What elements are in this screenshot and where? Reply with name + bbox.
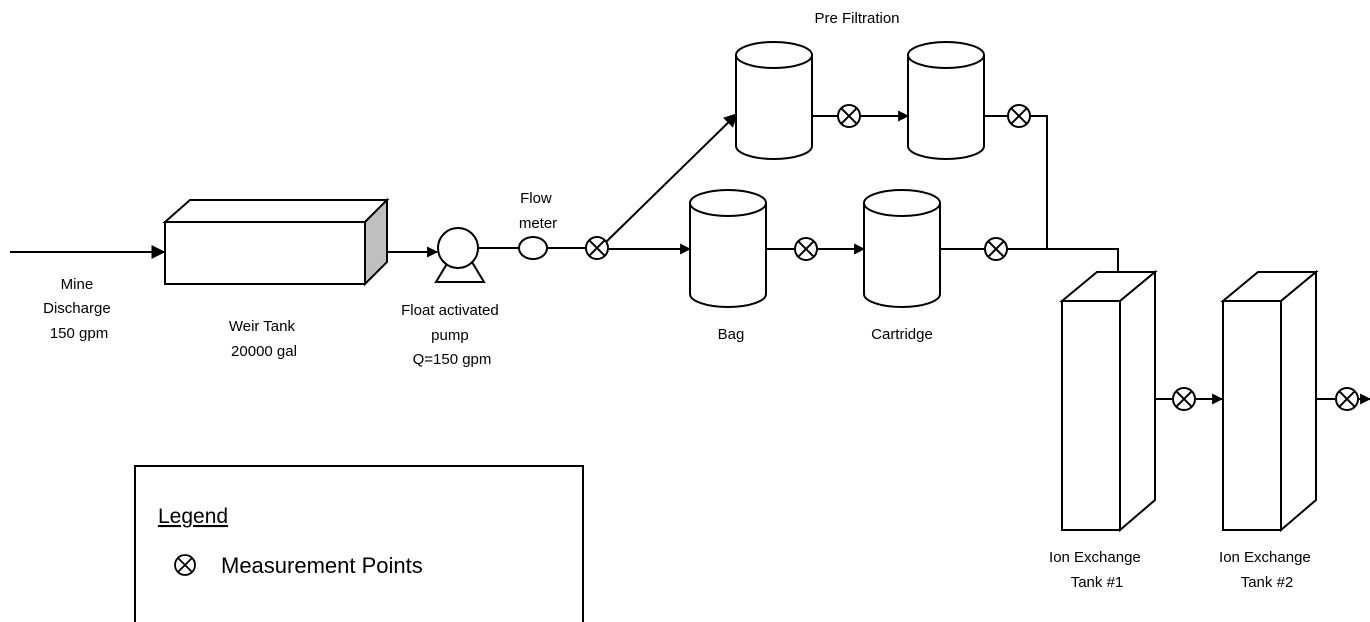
pre-filter-vessel-2 [907, 41, 985, 160]
bag-filter-vessel [689, 189, 767, 308]
measurement-point-icon [984, 237, 1008, 261]
ion-tank-1-front-face [1061, 300, 1121, 531]
vessels [689, 41, 985, 308]
weir-tank-label: Weir Tank 20000 gal [229, 318, 299, 360]
component-labels: Mine Discharge 150 gpm Weir Tank 20000 g… [43, 10, 1315, 591]
pre-filter-vessel-1 [735, 41, 813, 160]
ion-tank-2-front-face [1222, 300, 1282, 531]
measurement-point-icon [174, 554, 196, 576]
measurement-point-icon [1007, 104, 1031, 128]
legend-item-label: Measurement Points [221, 553, 423, 578]
measurement-points [585, 104, 1359, 411]
pump-label: Float activated pump Q=150 gpm [401, 302, 503, 368]
bag-label: Bag [718, 326, 745, 343]
flow-lines [10, 110, 1370, 405]
flow-meter-label: Flow meter [519, 190, 557, 232]
ion-tank-2-side-face [1280, 269, 1317, 533]
ion-tank-1-label: Ion Exchange Tank #1 [1049, 549, 1145, 591]
pre-filtration-label: Pre Filtration [814, 10, 899, 27]
weir-tank-top-face [162, 199, 390, 223]
ion-exchange-tank-2 [1220, 269, 1319, 533]
measurement-point-icon [1172, 387, 1196, 411]
measurement-point-icon [837, 104, 861, 128]
pump [434, 227, 486, 283]
weir-tank [162, 197, 390, 287]
legend: Legend Measurement Points [134, 465, 584, 622]
measurement-point-icon [794, 237, 818, 261]
flow-meter-icon [518, 236, 548, 260]
measurement-point-icon [585, 236, 609, 260]
pump-icon [437, 227, 479, 269]
ion-tank-1-side-face [1119, 269, 1156, 533]
legend-title: Legend [158, 505, 228, 528]
valve-to-prefilter-pipe [605, 113, 739, 243]
cartridge-filter-vessel [863, 189, 941, 308]
weir-tank-front-face [164, 221, 366, 285]
ion-exchange-tank-1 [1059, 269, 1158, 533]
legend-box [134, 465, 584, 622]
measurement-point-icon [1335, 387, 1359, 411]
cartridge-label: Cartridge [871, 326, 933, 343]
ion-tank-2-label: Ion Exchange Tank #2 [1219, 549, 1315, 591]
mine-discharge-label: Mine Discharge 150 gpm [43, 276, 115, 342]
valve-to-junction-return-pipe [1030, 115, 1048, 249]
